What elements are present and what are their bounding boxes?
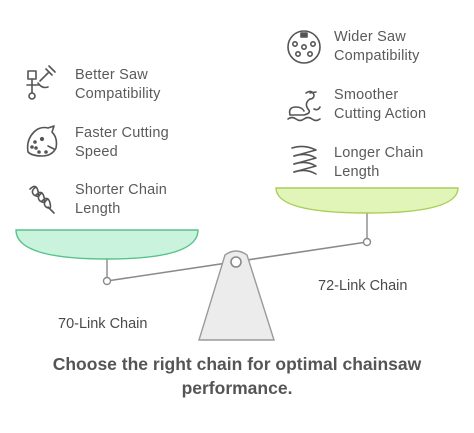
left-item-3-label: Shorter Chain Length bbox=[75, 182, 168, 217]
multi-pin-connector-icon bbox=[284, 27, 324, 67]
right-item-1-label: Wider Saw Compatibility bbox=[334, 29, 420, 64]
left-item-2-label: Faster Cutting Speed bbox=[75, 125, 169, 160]
right-joint bbox=[362, 237, 372, 247]
swan-icon bbox=[284, 85, 324, 125]
saw-connector-icon bbox=[22, 63, 62, 103]
caption-line-1: Choose the right chain for optimal chain… bbox=[52, 354, 422, 374]
left-joint bbox=[102, 276, 112, 286]
right-pan-label: 72-Link Chain bbox=[318, 278, 408, 294]
left-pan-label: 70-Link Chain bbox=[58, 316, 148, 332]
pivot bbox=[230, 256, 242, 268]
fulcrum bbox=[198, 250, 275, 341]
caption-line-2: performance. bbox=[181, 378, 293, 398]
right-item-2-label: Smoother Cutting Action bbox=[334, 87, 427, 122]
cheetah-icon bbox=[22, 122, 62, 162]
left-item-1-label: Better Saw Compatibility bbox=[75, 67, 161, 102]
right-pan bbox=[275, 187, 459, 214]
short-coil-icon bbox=[22, 179, 62, 219]
right-item-3-label: Longer Chain Length bbox=[334, 145, 424, 180]
long-spring-icon bbox=[284, 142, 324, 182]
caption: Choose the right chain for optimal chain… bbox=[0, 352, 474, 400]
left-pan bbox=[15, 229, 199, 260]
